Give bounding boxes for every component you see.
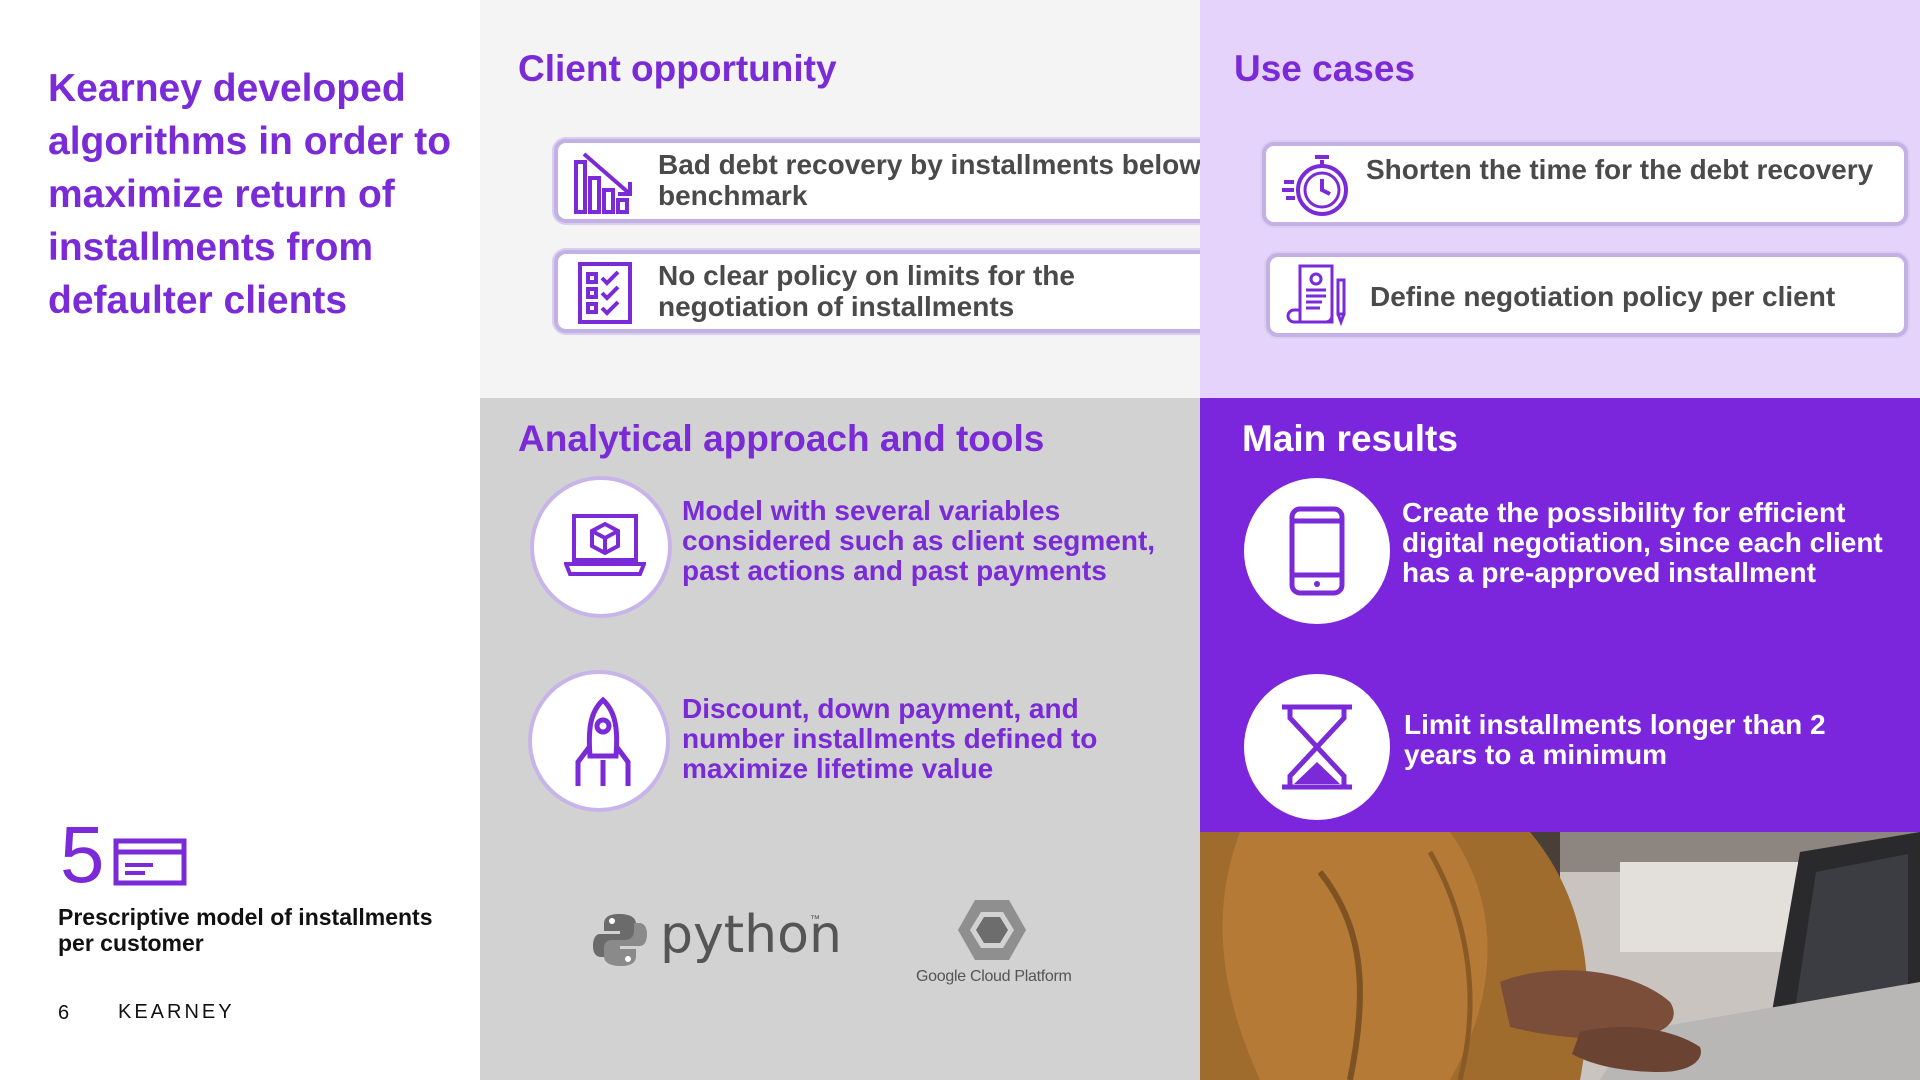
- smartphone-icon: [1289, 506, 1345, 596]
- brand-logo: KEARNEY: [118, 1001, 235, 1023]
- slide-headline: Kearney developed algorithms in order to…: [48, 67, 452, 322]
- checklist-icon: [578, 262, 632, 324]
- python-trademark: ™: [810, 914, 820, 925]
- opportunity-card-1: Bad debt recovery by installments below …: [554, 139, 1219, 223]
- use-case-card-2: Define negotiation policy per client: [1266, 253, 1908, 337]
- analytical-approach-panel: Analytical approach and tools Model with…: [480, 398, 1200, 1080]
- opportunity-text-2: No clear policy on limits for the negoti…: [658, 260, 1075, 322]
- approach-text-1: Model with several variables considered …: [682, 495, 1156, 586]
- python-wordmark: python: [660, 905, 842, 965]
- results-text-1: Create the possibility for efficient dig…: [1402, 497, 1883, 588]
- approach-icon-circle-1: [530, 476, 672, 618]
- results-text-2: Limit installments longer than 2 years t…: [1404, 709, 1826, 770]
- approach-text-2: Discount, down payment, and number insta…: [682, 693, 1098, 784]
- page-number: 6: [58, 1002, 70, 1024]
- use-cases-panel: Use cases Shorten the time for the debt …: [1200, 0, 1920, 398]
- results-icon-circle-2: [1244, 674, 1390, 820]
- declining-bar-chart-icon: [574, 152, 632, 214]
- stat-number: 5: [60, 810, 105, 899]
- card-icon: [113, 838, 187, 886]
- use-case-card-1: Shorten the time for the debt recovery: [1262, 142, 1908, 226]
- client-opportunity-panel: Client opportunity Bad debt recovery by …: [480, 0, 1219, 398]
- photo-person-typing-on-laptop: [1200, 832, 1920, 1080]
- opportunity-card-2: No clear policy on limits for the negoti…: [554, 250, 1216, 333]
- rocket-icon: [575, 696, 631, 786]
- section-title-results: Main results: [1242, 418, 1458, 459]
- opportunity-text-1: Bad debt recovery by installments below …: [658, 149, 1202, 211]
- use-case-text-1: Shorten the time for the debt recovery: [1366, 154, 1874, 185]
- contract-document-icon: [1286, 264, 1346, 327]
- main-results-panel: Main results Create the possibility for …: [1200, 398, 1920, 832]
- laptop-cube-icon: [564, 514, 646, 576]
- gcp-wordmark: Google Cloud Platform: [916, 968, 1072, 985]
- typing-laptop-image: [1200, 832, 1920, 1080]
- google-cloud-platform-logo-icon: [958, 900, 1026, 960]
- use-case-text-2: Define negotiation policy per client: [1370, 281, 1836, 312]
- section-title-client-opportunity: Client opportunity: [518, 48, 837, 89]
- stat-label: Prescriptive model of installments per c…: [58, 904, 433, 956]
- hourglass-icon: [1282, 704, 1352, 790]
- section-title-approach: Analytical approach and tools: [518, 418, 1045, 459]
- stopwatch-icon: [1282, 155, 1348, 216]
- section-title-use-cases: Use cases: [1234, 48, 1416, 89]
- results-icon-circle-1: [1244, 478, 1390, 624]
- approach-icon-circle-2: [528, 670, 670, 812]
- python-logo-icon: [593, 914, 647, 966]
